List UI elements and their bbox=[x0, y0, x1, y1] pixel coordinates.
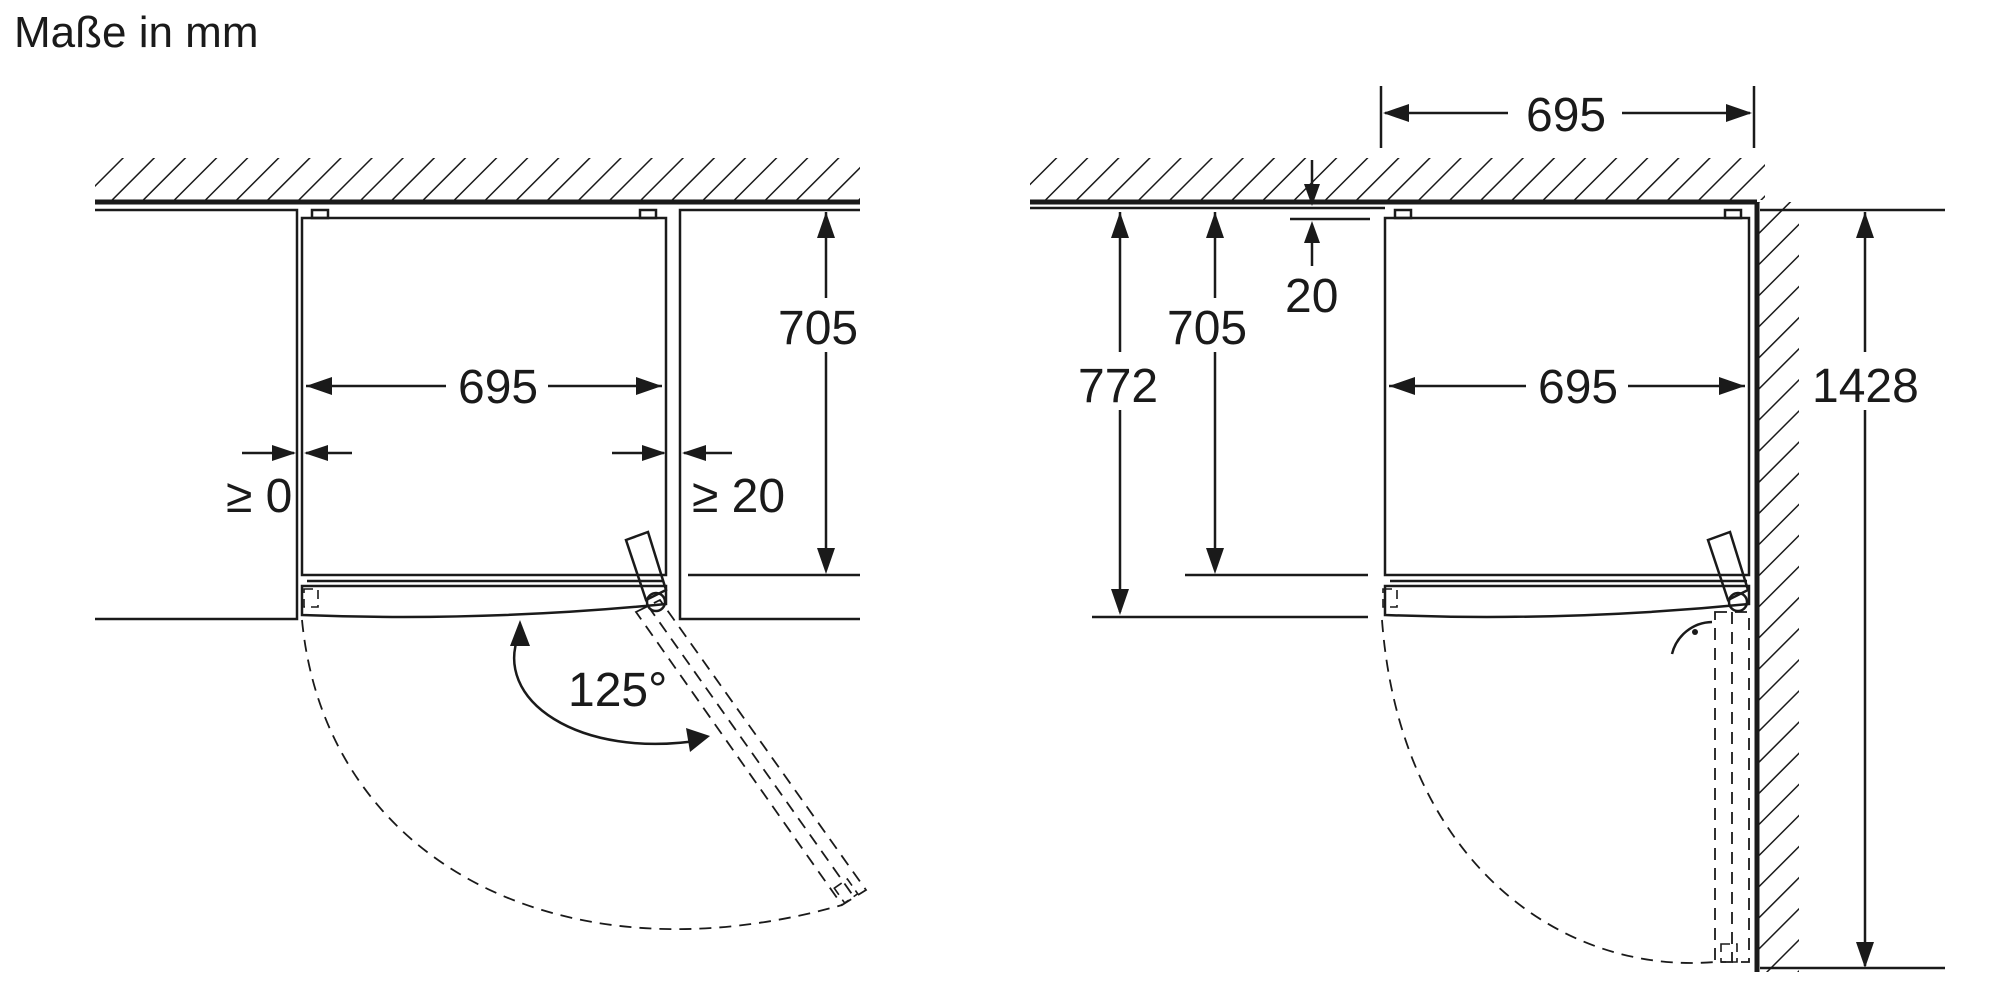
left-appliance-body bbox=[300, 208, 668, 583]
angle-label: 125° bbox=[568, 664, 667, 717]
left-width-dimension: 695 bbox=[306, 361, 662, 414]
gap-left-label: ≥ 0 bbox=[226, 470, 292, 523]
right-appliance-body bbox=[1383, 208, 1751, 583]
angle-dimension: 125° bbox=[510, 620, 710, 752]
right-top-width-label: 695 bbox=[1526, 89, 1606, 142]
right-reference-lines bbox=[1030, 206, 1945, 970]
left-depth-label: 705 bbox=[778, 302, 858, 355]
right-top-width-dimension: 695 bbox=[1379, 86, 1756, 148]
total-depth-label: 772 bbox=[1078, 360, 1158, 413]
left-door-swing bbox=[301, 598, 868, 931]
right-depth-dimension: 705 bbox=[1167, 212, 1247, 574]
left-width-label: 695 bbox=[458, 361, 538, 414]
total-depth-dimension: 772 bbox=[1078, 212, 1158, 615]
right-inner-width-label: 695 bbox=[1538, 361, 1618, 414]
clearance-dimension: 1428 bbox=[1812, 212, 1919, 968]
right-door-swing bbox=[1381, 611, 1750, 964]
left-neighbour-cabinets bbox=[95, 208, 860, 621]
clearance-label: 1428 bbox=[1812, 360, 1919, 413]
wall-gap-dimension: 20 bbox=[1285, 160, 1338, 323]
gap-left-dimension: ≥ 0 bbox=[226, 445, 352, 523]
right-depth-label: 705 bbox=[1167, 302, 1247, 355]
left-view: 125° 695 705 ≥ 0 bbox=[95, 158, 868, 931]
right-inner-width-dimension: 695 bbox=[1389, 361, 1745, 414]
page-title: Maße in mm bbox=[14, 8, 259, 57]
right-corner-walls bbox=[1030, 158, 1799, 972]
wall-gap-label: 20 bbox=[1285, 270, 1338, 323]
left-door bbox=[300, 530, 668, 619]
left-wall bbox=[95, 158, 860, 205]
gap-right-label: ≥ 20 bbox=[692, 470, 785, 523]
right-view: 695 695 772 bbox=[1030, 86, 1945, 972]
left-depth-dimension: 705 bbox=[688, 212, 860, 577]
right-door bbox=[1382, 530, 1751, 619]
gap-right-dimension: ≥ 20 bbox=[612, 445, 785, 523]
